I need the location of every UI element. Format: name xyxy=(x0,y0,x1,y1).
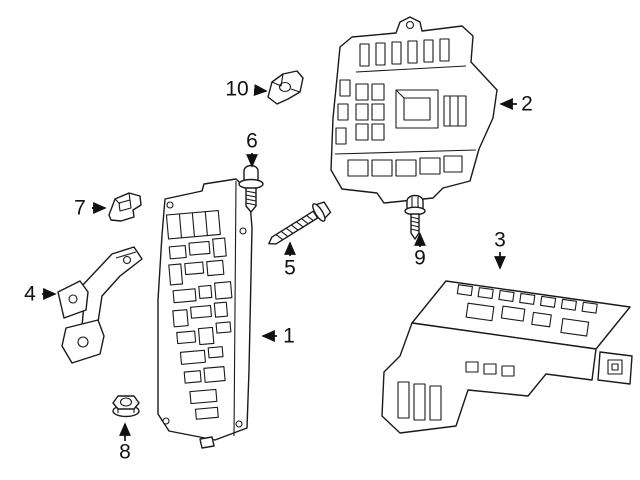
part-label-2: 2 xyxy=(521,92,533,116)
part-5-long-screw xyxy=(268,201,332,245)
part-3-control-module xyxy=(381,280,633,434)
part-label-6: 6 xyxy=(246,129,258,153)
part-6-washer-head-screw xyxy=(238,164,264,213)
part-label-8: 8 xyxy=(119,440,131,464)
part-label-4: 4 xyxy=(24,282,36,306)
part-7-retaining-clip xyxy=(108,192,142,222)
arrow-part-10 xyxy=(253,84,268,96)
part-label-9: 9 xyxy=(414,246,426,270)
part-9-hex-screw xyxy=(404,194,426,240)
part-4-mounting-bracket xyxy=(57,246,143,364)
part-8-flange-nut xyxy=(112,395,140,418)
part-label-3: 3 xyxy=(494,228,506,252)
part-10-clip-bracket xyxy=(267,70,304,105)
part-2-upper-fuse-box xyxy=(330,16,498,204)
part-1-main-fuse-box xyxy=(157,178,253,449)
part-label-10: 10 xyxy=(225,77,249,101)
part-label-1: 1 xyxy=(283,324,295,348)
part-label-7: 7 xyxy=(74,196,86,220)
part-label-5: 5 xyxy=(284,256,296,280)
